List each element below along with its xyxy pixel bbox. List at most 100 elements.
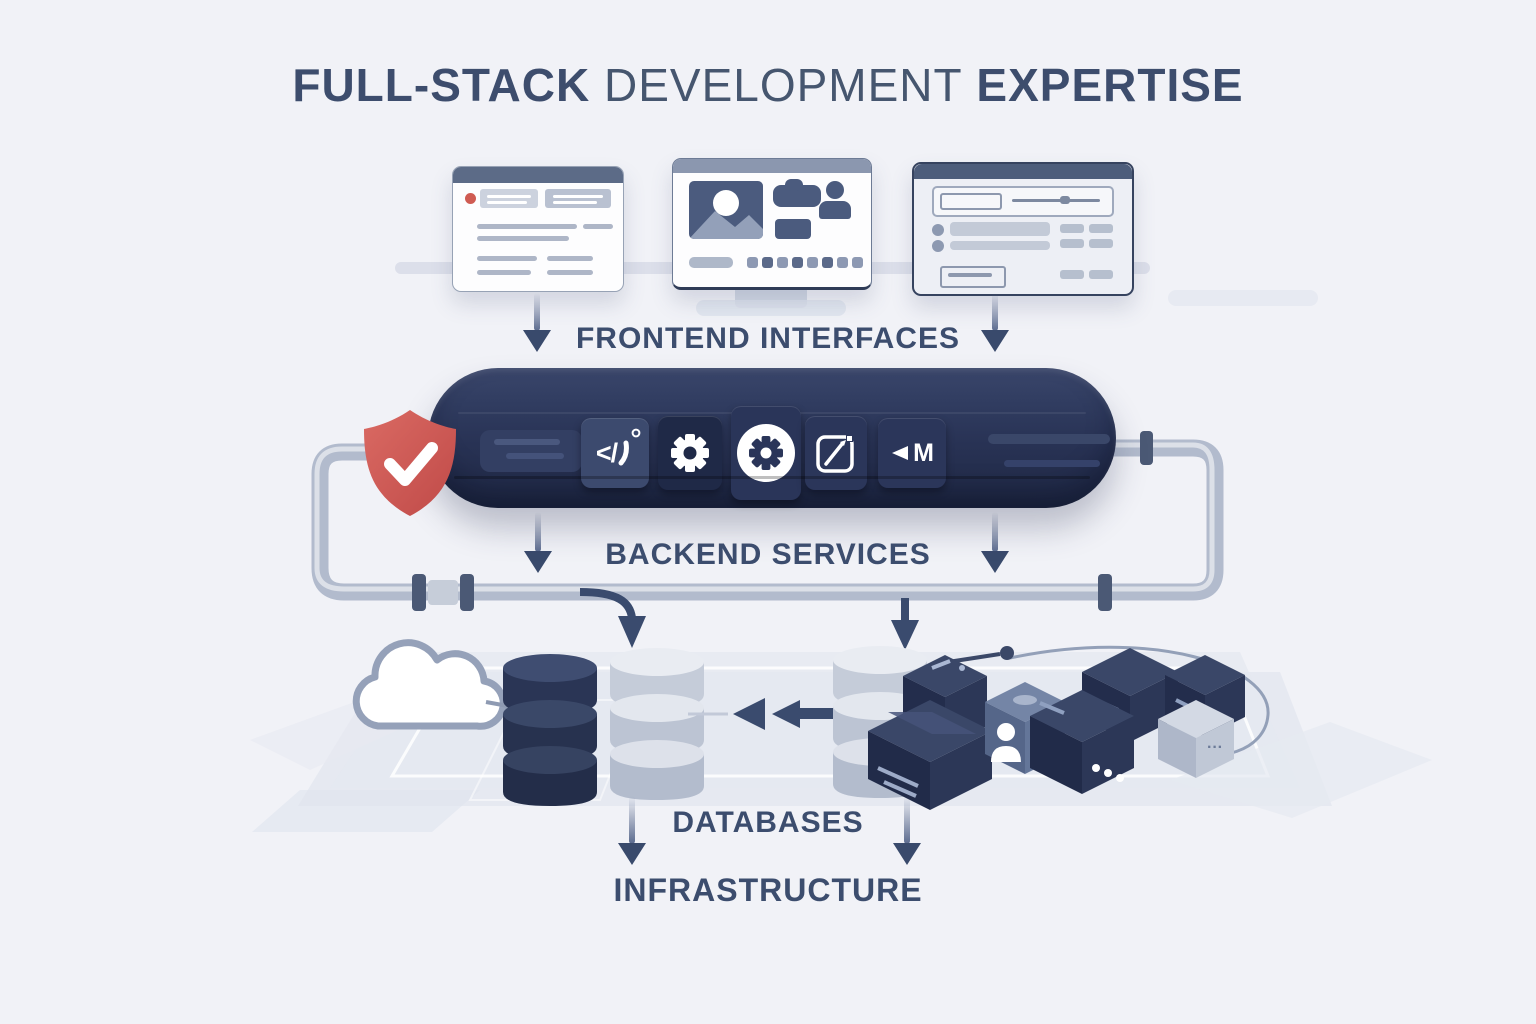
skeleton-line <box>477 270 531 275</box>
arrow-frontend-left <box>534 293 540 331</box>
code-icon: </ <box>581 418 649 488</box>
browser-window-left <box>452 166 624 292</box>
shape-block <box>785 179 803 191</box>
arrowhead <box>893 843 921 865</box>
code-glyph: </ <box>595 437 618 468</box>
gear-badge-icon <box>731 406 801 500</box>
input-skeleton <box>940 193 1002 210</box>
skeleton-line <box>948 273 992 277</box>
media-icon: M <box>878 418 946 488</box>
databases-label: DATABASES <box>672 806 864 839</box>
grid-cell <box>1060 270 1084 279</box>
browser-window-right <box>912 162 1134 296</box>
skeleton-line <box>487 201 527 204</box>
grid-square <box>777 257 788 268</box>
cloud-icon <box>352 639 507 730</box>
arrow-infra-left <box>629 796 635 844</box>
bullet-dot <box>932 224 944 236</box>
arrow-infra-right <box>904 796 910 844</box>
pipe-branch-arrow-left <box>579 588 636 619</box>
grid-square <box>807 257 818 268</box>
grid-cell <box>1089 224 1113 233</box>
grid-square <box>852 257 863 268</box>
browser-header <box>453 167 623 183</box>
arrowhead <box>524 551 552 573</box>
skeleton-line <box>950 241 1050 250</box>
browser-header <box>914 164 1132 179</box>
page-title: FULL-STACK DEVELOPMENT EXPERTISE <box>0 58 1536 112</box>
antenna-dot <box>1000 646 1014 660</box>
antenna-wire <box>947 652 1001 664</box>
image-edit-icon <box>805 416 867 490</box>
bar-line <box>1004 460 1100 467</box>
gear-icon <box>658 416 722 490</box>
skeleton-line <box>553 201 597 204</box>
database-light-icon <box>610 648 704 800</box>
arrowhead <box>981 551 1009 573</box>
title-part-3: EXPERTISE <box>976 59 1244 111</box>
arrowhead <box>981 330 1009 352</box>
arrow-backend-left <box>535 512 541 552</box>
image-placeholder-icon <box>689 181 763 239</box>
user-icon <box>826 181 844 199</box>
browser-window-middle <box>672 158 872 290</box>
skeleton-line <box>547 270 593 275</box>
skeleton-line <box>547 256 593 261</box>
server-cube-icon <box>868 700 992 810</box>
grid-square <box>792 257 803 268</box>
server-cube-icon <box>1030 690 1134 794</box>
infrastructure-label: INFRASTRUCTURE <box>613 872 923 908</box>
grid-square <box>762 257 773 268</box>
pipe-clamp <box>1098 574 1112 611</box>
frontend-interfaces-label: FRONTEND INTERFACES <box>575 322 960 355</box>
bar-left-panel <box>480 430 582 472</box>
user-icon-body <box>819 201 851 219</box>
skeleton-line <box>477 256 537 261</box>
grid-square <box>747 257 758 268</box>
toolbar-block <box>480 189 538 208</box>
skeleton-line <box>553 195 603 198</box>
grid-cell <box>1089 270 1113 279</box>
button-skeleton <box>940 266 1006 288</box>
arrow-backend-right <box>992 512 998 552</box>
user-icon <box>991 723 1021 762</box>
slider-handle <box>1060 196 1070 204</box>
pipe-clamp <box>460 574 474 611</box>
grid-square <box>837 257 848 268</box>
bar-line <box>494 439 560 445</box>
check-icon <box>384 442 438 486</box>
title-part-2: DEVELOPMENT <box>604 59 963 111</box>
skeleton-line <box>689 257 733 268</box>
skeleton-line <box>950 222 1050 236</box>
server-cube-light-icon: ··· <box>1158 700 1234 778</box>
pipe-clamp <box>1140 431 1153 465</box>
backend-service-bar: </ <box>428 368 1116 508</box>
skeleton-line <box>583 224 613 229</box>
arrowhead <box>523 330 551 352</box>
grid-cell <box>1089 239 1113 248</box>
cloud-db-connector <box>485 700 509 708</box>
svg-text:···: ··· <box>1207 739 1223 756</box>
toolbar-block <box>545 189 611 208</box>
pipe-clamp <box>412 574 426 611</box>
skeleton-line <box>487 195 531 198</box>
media-glyph: M <box>913 438 934 467</box>
slider-track <box>1012 199 1100 202</box>
title-part-1: FULL-STACK <box>292 59 591 111</box>
shape-block <box>775 219 811 239</box>
grid-square <box>822 257 833 268</box>
arrowhead <box>618 843 646 865</box>
backend-services-label: BACKEND SERVICES <box>605 538 931 571</box>
notification-dot <box>465 193 476 204</box>
grid-cell <box>1060 239 1084 248</box>
skeleton-line <box>477 236 569 241</box>
shield-check-icon <box>364 410 456 516</box>
grid-cell <box>1060 224 1084 233</box>
bullet-dot <box>932 240 944 252</box>
browser-header <box>673 159 871 173</box>
database-dark-icon <box>503 654 597 806</box>
skeleton-line <box>477 224 577 229</box>
